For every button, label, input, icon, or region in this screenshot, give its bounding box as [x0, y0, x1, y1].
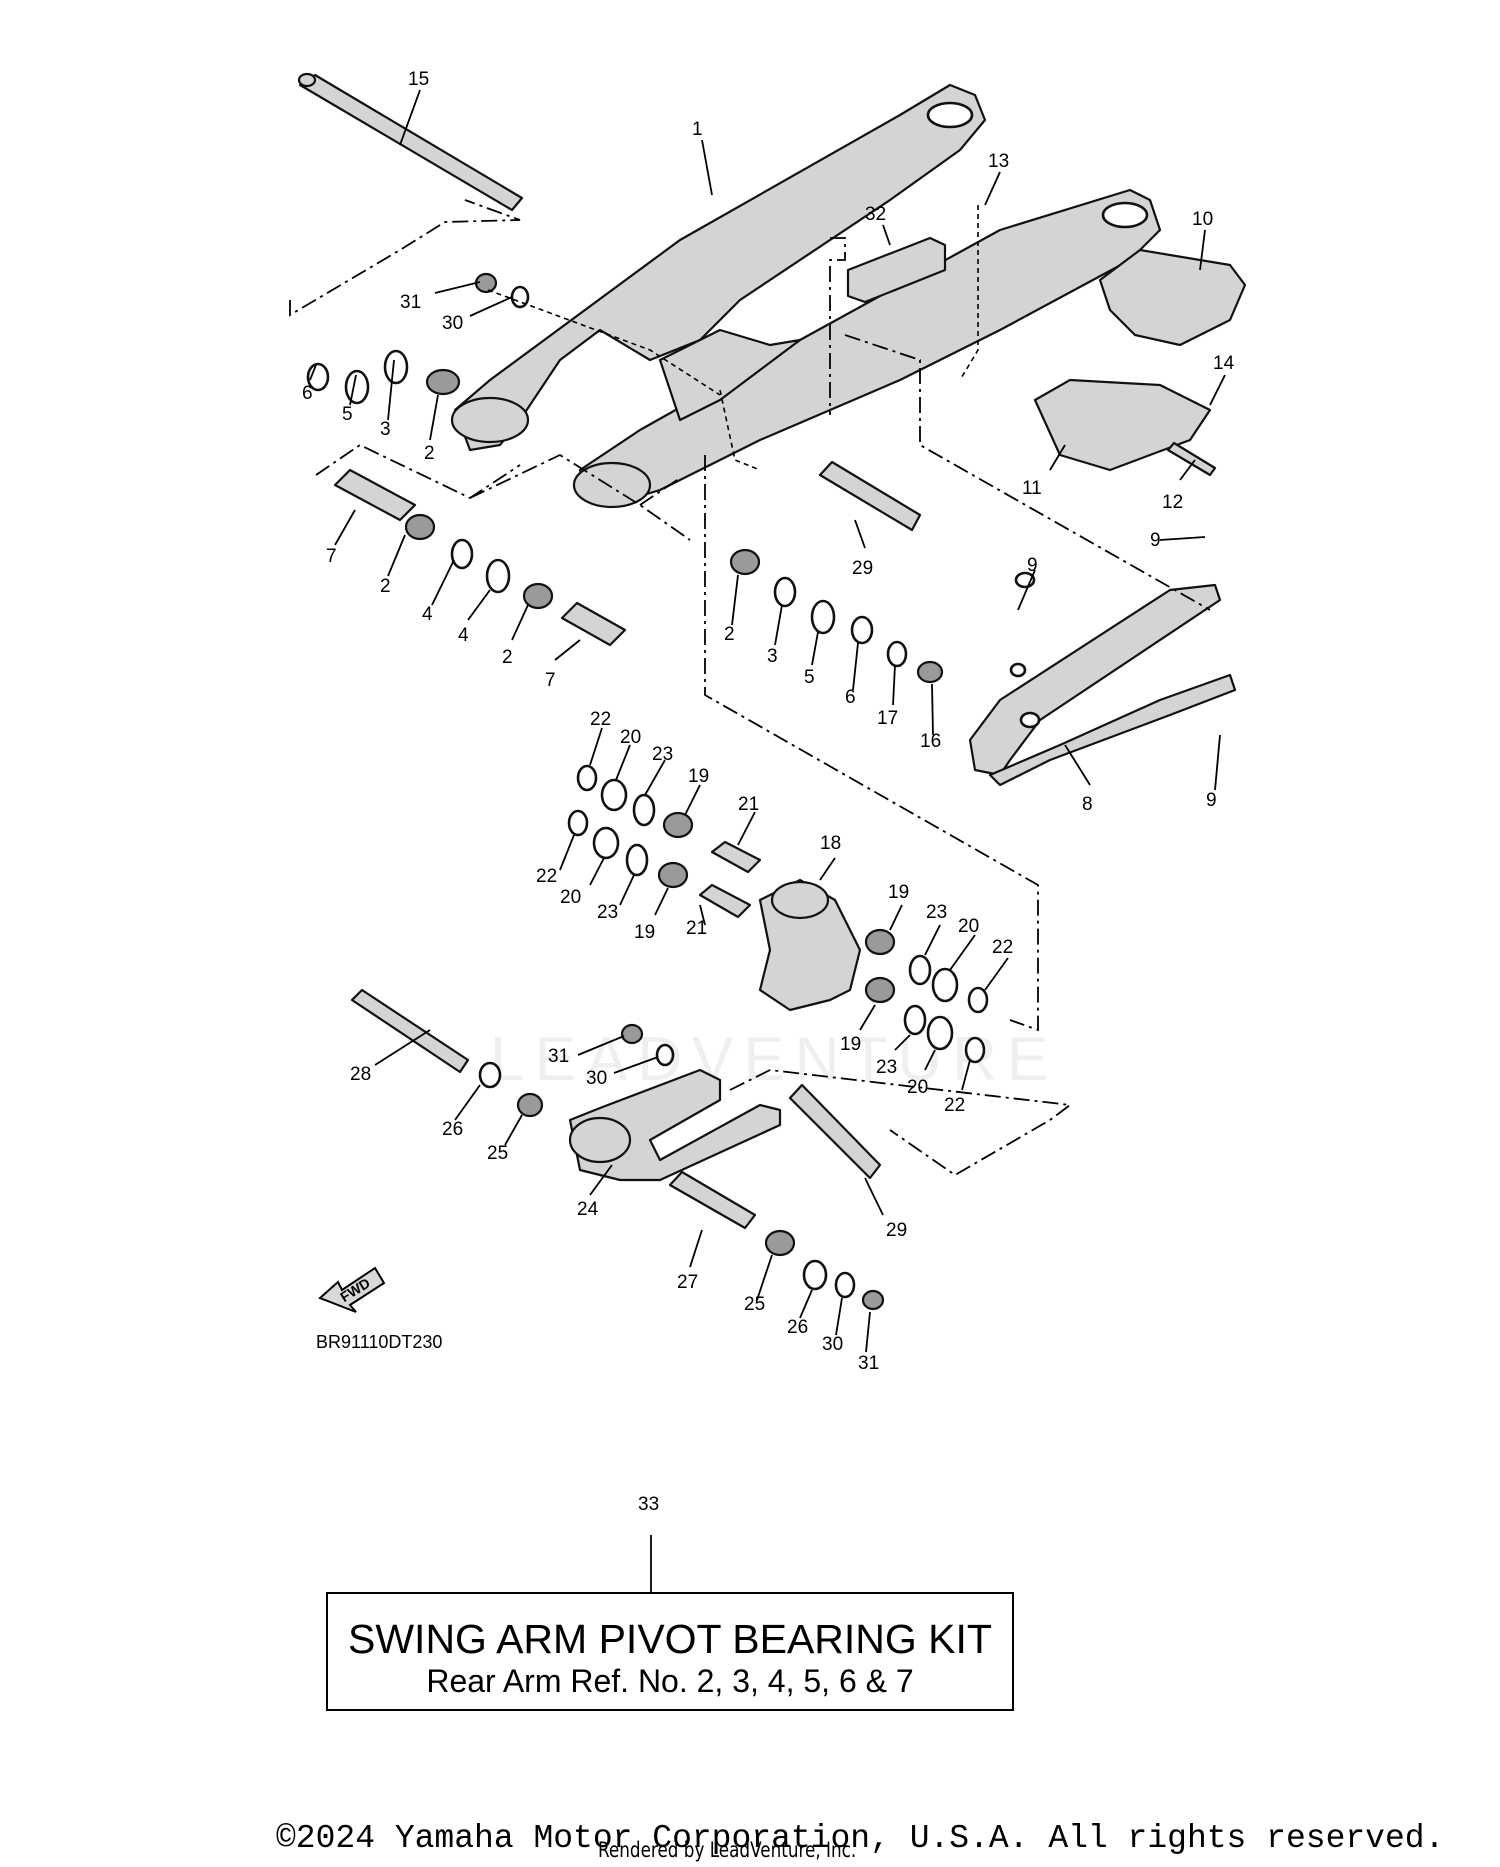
callout-11: 11: [1022, 478, 1042, 499]
callout-9-b: 9: [1150, 530, 1161, 551]
callout-22-c: 22: [992, 937, 1013, 958]
callout-19-c: 19: [888, 882, 909, 903]
callout-30-lower: 30: [586, 1068, 607, 1089]
chain-slider-part: [968, 583, 1237, 787]
copyright-notice: ©2024 Yamaha Motor Corporation, U.S.A. A…: [276, 1820, 1445, 1857]
callout-14: 14: [1213, 353, 1235, 374]
callout-3-right: 3: [767, 646, 778, 667]
callout-2-d: 2: [724, 624, 735, 645]
callout-27: 27: [677, 1272, 698, 1293]
callout-20-c: 20: [958, 916, 979, 937]
callout-31-upper: 31: [400, 292, 421, 313]
callout-25-b: 25: [744, 1294, 765, 1315]
callout-17: 17: [877, 708, 898, 729]
callout-19-d: 19: [840, 1034, 861, 1055]
washers: [306, 285, 1041, 1299]
callout-23-d: 23: [876, 1057, 897, 1078]
callout-24: 24: [577, 1199, 599, 1220]
swing-arm-part: [450, 83, 1162, 509]
callout-31-lower: 31: [548, 1046, 569, 1067]
callout-30-b: 30: [822, 1334, 843, 1355]
callout-2-c: 2: [502, 647, 513, 668]
shaft-29-upper: [818, 460, 922, 532]
callout-23-b: 23: [597, 902, 618, 923]
callout-26-a: 26: [442, 1119, 463, 1140]
callout-1: 1: [692, 119, 703, 140]
callout-9-a: 9: [1027, 555, 1038, 576]
callout-29-upper: 29: [852, 558, 873, 579]
callout-19-a: 19: [688, 766, 709, 787]
callout-33: 33: [638, 1494, 659, 1515]
callout-7-b: 7: [545, 670, 556, 691]
callout-28: 28: [350, 1064, 371, 1085]
callout-2-b: 2: [380, 576, 391, 597]
callout-23-a: 23: [652, 744, 673, 765]
callout-18: 18: [820, 833, 841, 854]
callout-32: 32: [865, 204, 886, 225]
callout-7-a: 7: [326, 546, 337, 567]
callout-2-a: 2: [424, 443, 435, 464]
callout-4-b: 4: [458, 625, 469, 646]
bearing-kit-box: 33 SWING ARM PIVOT BEARING KIT Rear Arm …: [326, 1494, 1014, 1711]
callout-3-left: 3: [380, 419, 391, 440]
rendered-by-credit: Rendered by LeadVenture, Inc.: [598, 1838, 857, 1862]
callout-4-a: 4: [422, 604, 433, 625]
callout-5-left: 5: [342, 404, 353, 425]
callout-21-b: 21: [686, 918, 707, 939]
bushings: [333, 272, 944, 1311]
callout-16: 16: [920, 731, 941, 752]
watermark-text: LEADVENTURE: [490, 1025, 1058, 1094]
callout-19-b: 19: [634, 922, 655, 943]
diagram-reference-code: BR91110DT230: [316, 1332, 442, 1352]
label-plate-part: [846, 236, 947, 304]
kit-title: SWING ARM PIVOT BEARING KIT: [348, 1616, 992, 1662]
fwd-arrow-icon: FWD: [318, 1266, 386, 1313]
callout-21-a: 21: [738, 794, 759, 815]
callout-20-b: 20: [560, 887, 581, 908]
callout-23-c: 23: [926, 902, 947, 923]
callout-12: 12: [1162, 492, 1183, 513]
bolt-12: [1166, 441, 1217, 477]
callout-25-a: 25: [487, 1143, 508, 1164]
callout-20-a: 20: [620, 727, 641, 748]
callout-6-right: 6: [845, 687, 856, 708]
callout-labels: 15 1 13 32 10 14 11 12 31 30 6 5 3 2 7 2…: [302, 69, 1235, 1374]
chain-guide-part: [1033, 248, 1247, 472]
callout-30-upper: 30: [442, 313, 463, 334]
callout-6-left: 6: [302, 383, 313, 404]
hidden-lines: [487, 205, 979, 471]
callout-5-right: 5: [804, 667, 815, 688]
callout-13: 13: [988, 151, 1009, 172]
bolt-28: [350, 988, 470, 1074]
shaft-29-lower: [788, 1083, 882, 1180]
callout-26-b: 26: [787, 1317, 808, 1338]
callout-22-d: 22: [944, 1095, 965, 1116]
callout-29-lower: 29: [886, 1220, 907, 1241]
group-lines: [289, 199, 1211, 1177]
kit-subtitle: Rear Arm Ref. No. 2, 3, 4, 5, 6 & 7: [426, 1663, 913, 1699]
pivot-shaft-part: [297, 72, 524, 212]
connecting-rod-part: [568, 1068, 782, 1182]
callout-22-a: 22: [590, 709, 611, 730]
relay-arm-part: [758, 878, 862, 1012]
callout-15: 15: [408, 69, 429, 90]
callout-20-d: 20: [907, 1077, 928, 1098]
callout-22-b: 22: [536, 866, 557, 887]
callout-10: 10: [1192, 209, 1213, 230]
callout-9-c: 9: [1206, 790, 1217, 811]
leader-lines: [309, 89, 1226, 1593]
callout-8: 8: [1082, 794, 1093, 815]
callout-31-b: 31: [858, 1353, 879, 1374]
